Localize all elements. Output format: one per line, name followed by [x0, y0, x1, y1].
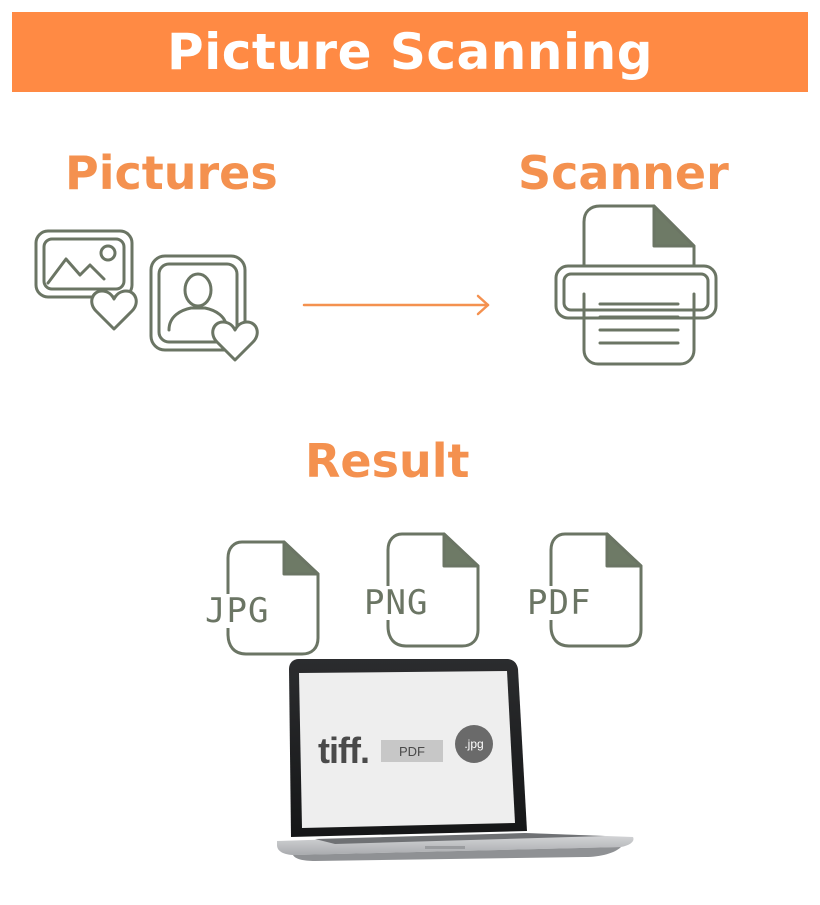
page-title: Picture Scanning: [166, 23, 653, 81]
title-banner: Picture Scanning: [12, 12, 808, 92]
png-file-label: PNG: [362, 583, 431, 623]
pdf-file-label: PDF: [525, 583, 594, 623]
pdf-file-icon: [549, 532, 643, 648]
laptop-pdf-badge: PDF: [381, 740, 443, 762]
laptop-tiff-label: tiff.: [318, 730, 370, 771]
landscape-photo-heart-icon: [34, 229, 138, 331]
png-file-icon: [386, 532, 480, 648]
arrow-right-icon: [302, 294, 490, 316]
laptop-jpg-badge: .jpg: [455, 725, 493, 763]
jpg-file-label: JPG: [203, 591, 272, 631]
pictures-heading: Pictures: [65, 146, 278, 200]
printer-scanner-icon: [554, 204, 718, 366]
portrait-photo-heart-icon: [149, 254, 259, 362]
result-heading: Result: [305, 434, 470, 488]
laptop-pdf-label: PDF: [399, 743, 425, 759]
scanner-heading: Scanner: [518, 146, 729, 200]
laptop-jpg-label: .jpg: [464, 737, 484, 751]
jpg-file-icon: [226, 540, 320, 656]
